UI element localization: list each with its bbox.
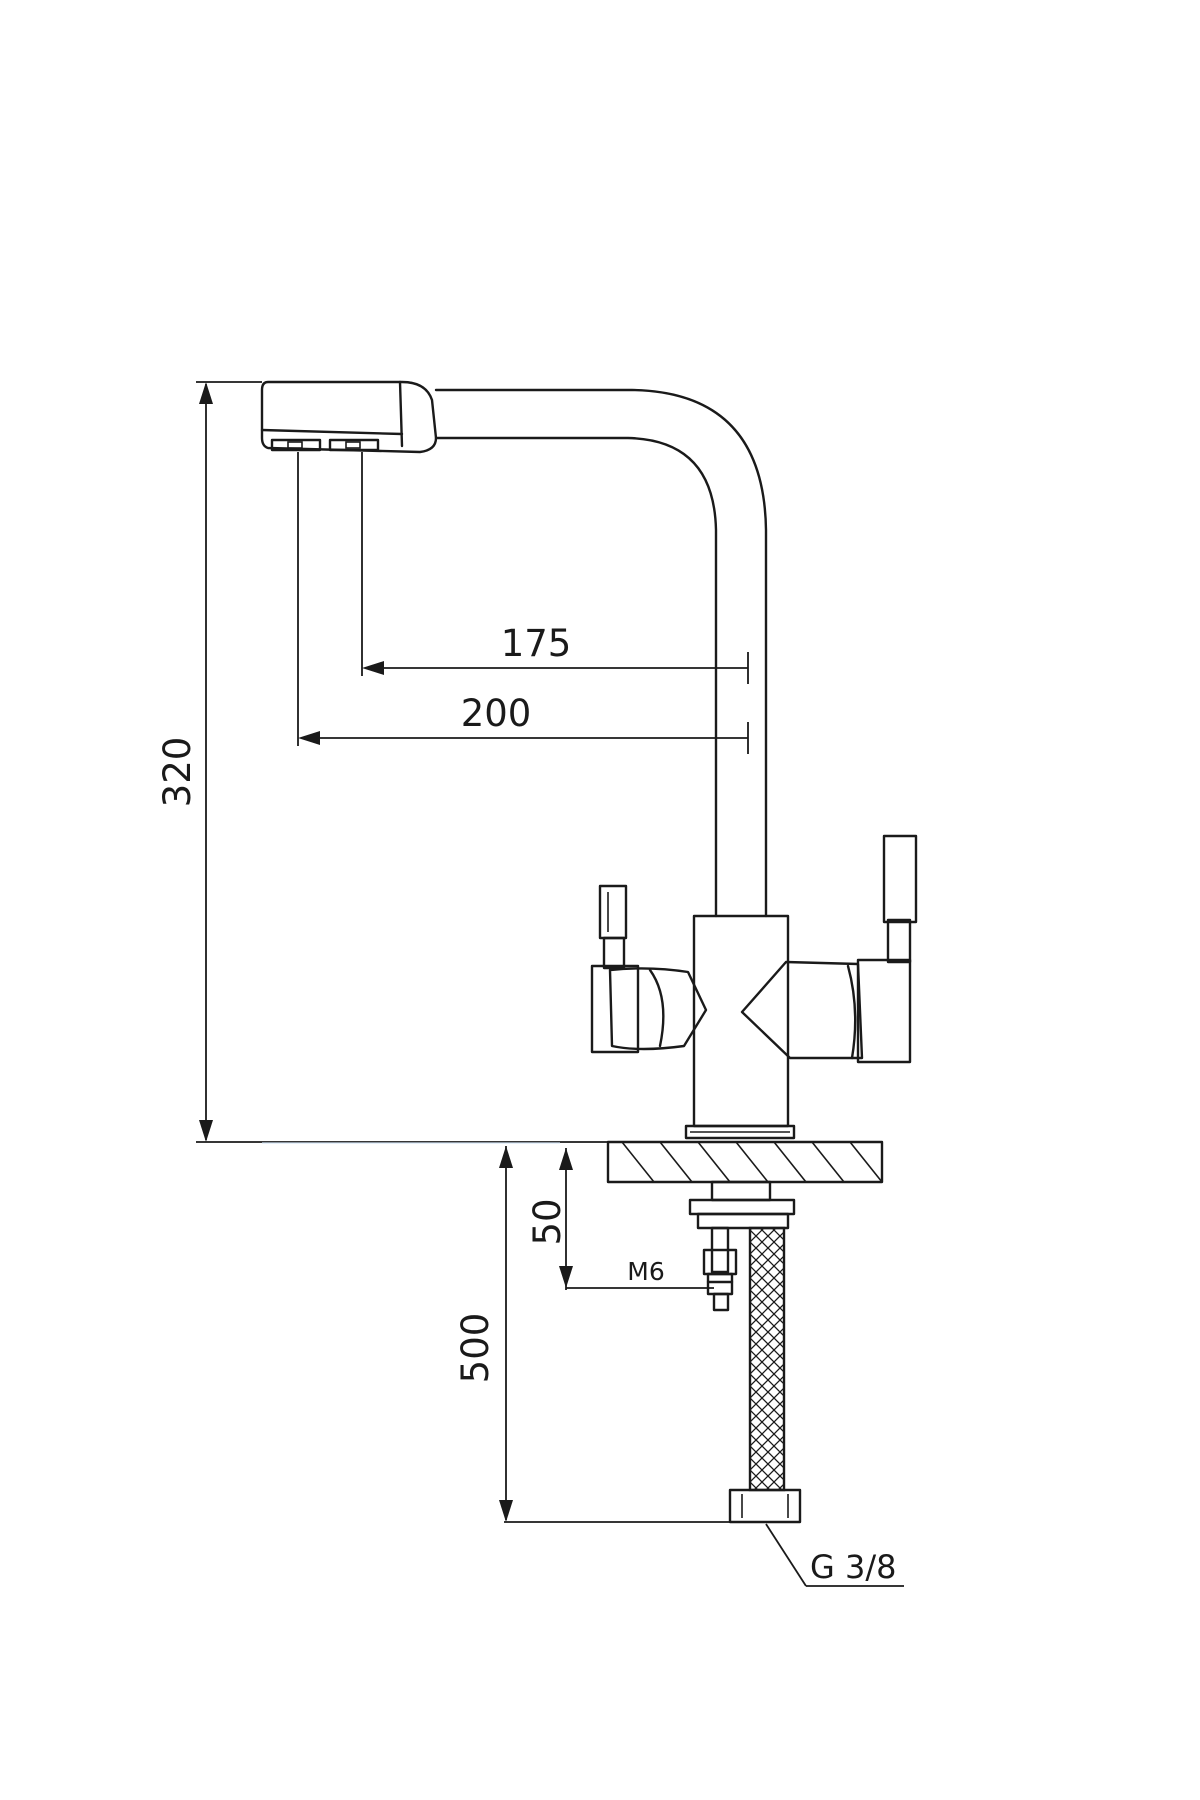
dimension-200: 200 — [297, 452, 749, 754]
countertop — [606, 1140, 884, 1184]
spout-head — [260, 380, 438, 454]
dimension-200-label: 200 — [461, 692, 532, 735]
dimension-175-label: 175 — [501, 622, 572, 665]
hose-thread-label: G 3/8 — [810, 1548, 896, 1586]
faucet-body — [684, 914, 796, 1140]
dimension-175: 175 — [361, 452, 749, 684]
dimension-50-label: 50 — [526, 1198, 569, 1245]
right-lever — [740, 834, 918, 1064]
dimension-500-label: 500 — [454, 1313, 497, 1384]
mounting-hardware — [688, 1180, 796, 1230]
spout-arm — [434, 388, 768, 918]
hose-thread-callout: G 3/8 — [765, 1523, 904, 1587]
dimension-500: 500 — [454, 1146, 730, 1523]
dimension-320-label: 320 — [156, 737, 199, 808]
stud-thread-label: M6 — [627, 1257, 664, 1286]
dimension-320: 320 — [156, 381, 608, 1144]
braided-hose — [728, 1226, 802, 1524]
mounting-stud — [702, 1226, 738, 1312]
dimension-50: 50 — [526, 1148, 714, 1290]
left-lever — [590, 884, 708, 1054]
